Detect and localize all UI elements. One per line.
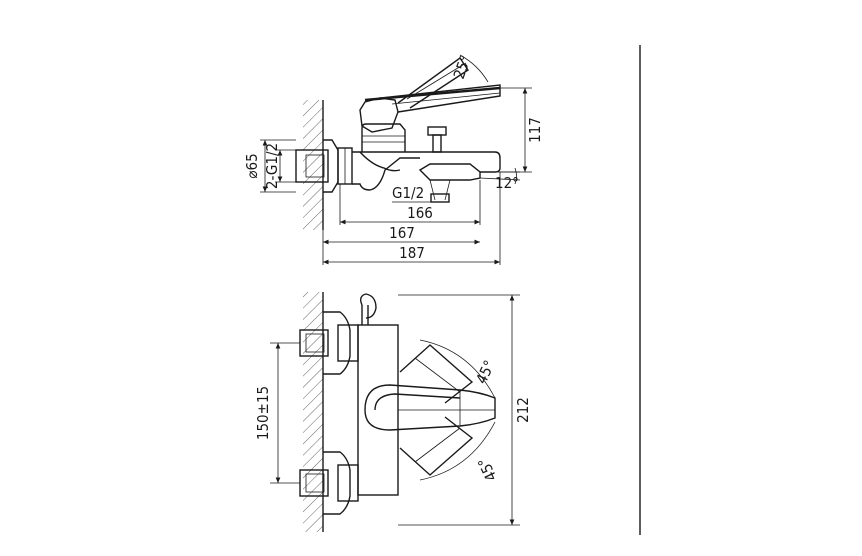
dim-length-166: 166 (407, 204, 433, 222)
dim-diameter-65: ⌀65 (243, 153, 261, 178)
wall-hatch-side (303, 100, 323, 230)
side-view: 117 25° 12° ⌀65 2-G1/2 G1/2 166 167 187 (243, 53, 544, 265)
angle-rotation-upper: 45° (472, 357, 498, 386)
angle-rotation-lower: 45° (474, 455, 500, 484)
label-outlet-thread: G1/2 (392, 184, 424, 202)
dim-height-117: 117 (526, 117, 544, 143)
top-view: 45° 45° 212 150±15 (254, 292, 532, 532)
dim-length-167: 167 (389, 224, 415, 242)
dim-depth-212: 212 (514, 397, 532, 423)
angle-spout-12: 12° (495, 174, 519, 192)
dim-inlet-thread: 2-G1/2 (263, 143, 281, 189)
angle-handle-25: 25° (450, 53, 475, 82)
dim-inlet-spacing: 150±15 (254, 386, 272, 440)
dim-length-187: 187 (399, 244, 425, 262)
